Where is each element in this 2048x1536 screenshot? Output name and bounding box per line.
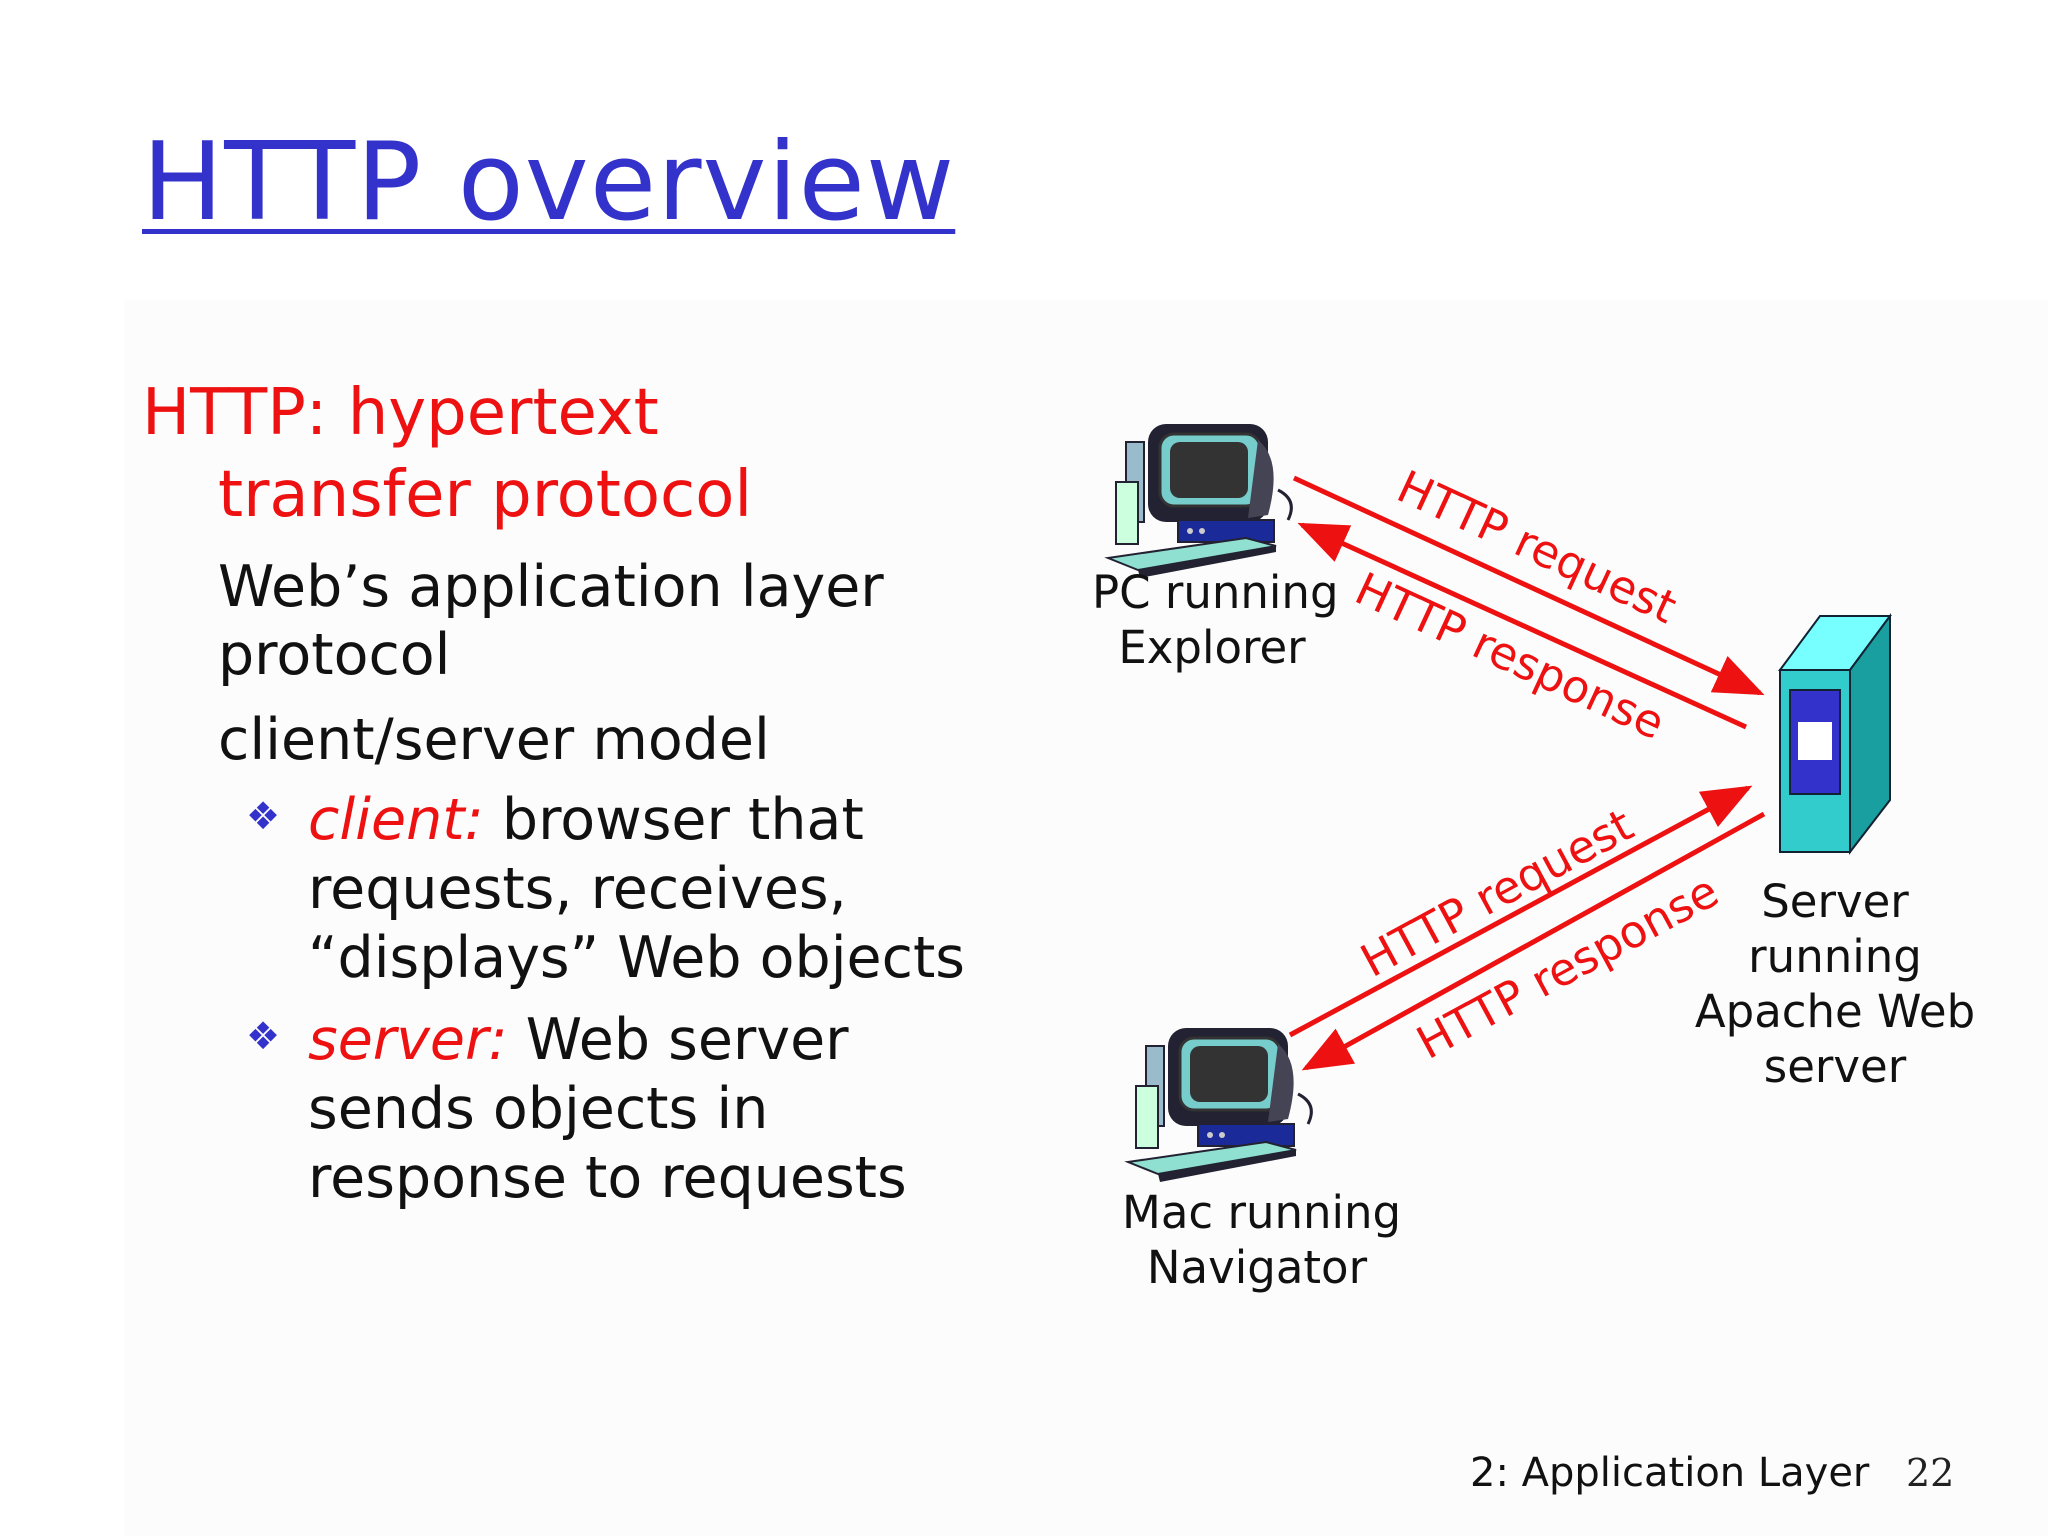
slide-title: HTTP overview (142, 120, 956, 245)
server-label-line: Server (1761, 875, 1909, 928)
slide-background (124, 300, 2048, 1536)
diamond-bullet-icon: ❖ (246, 794, 281, 838)
point-application-layer: Web’s application layer protocol (218, 553, 884, 689)
mac-label: Mac running Navigator (1122, 1185, 1402, 1295)
client-text: requests, receives, (308, 856, 847, 922)
arrow-mac-request (1288, 785, 1753, 1038)
server-label-line: running (1748, 930, 1922, 983)
arrow-mac-response (1301, 811, 1766, 1071)
server-text: Web server (507, 1007, 849, 1073)
mac-label-line: Mac running (1122, 1186, 1402, 1239)
arrow-pc-request (1292, 475, 1765, 696)
sub-point-client: client: browser that requests, receives,… (308, 786, 965, 993)
server-label-line: server (1763, 1040, 1907, 1093)
sub-point-server: server: Web server sends objects in resp… (308, 1006, 907, 1213)
heading-line-2: transfer protocol (218, 458, 753, 532)
point-line: Web’s application layer (218, 554, 884, 620)
client-term: client: (308, 787, 484, 853)
server-text: response to requests (308, 1145, 907, 1211)
client-text: “displays” Web objects (308, 925, 966, 991)
point-line: protocol (218, 622, 451, 688)
server-term: server: (308, 1007, 508, 1073)
client-text: browser that (483, 787, 864, 853)
server-tower-icon (1778, 612, 1892, 855)
server-text: sends objects in (308, 1076, 769, 1142)
heading-line-1: HTTP: hypertext (142, 376, 659, 450)
point-client-server: client/server model (218, 707, 770, 773)
pc-label-line: Explorer (1118, 621, 1306, 674)
pc-computer-icon (1106, 422, 1293, 580)
server-label: Server running Apache Web server (1690, 874, 1980, 1094)
pc-label-line: PC running (1092, 566, 1339, 619)
page-number: 22 (1906, 1451, 1955, 1495)
mac-label-line: Navigator (1146, 1241, 1368, 1294)
server-label-line: Apache Web (1694, 985, 1976, 1038)
pc-label: PC running Explorer (1092, 565, 1339, 675)
diamond-bullet-icon: ❖ (246, 1014, 281, 1058)
footer-chapter: 2: Application Layer (1470, 1450, 1870, 1496)
heading: HTTP: hypertext transfer protocol (142, 372, 752, 536)
mac-computer-icon (1126, 1026, 1313, 1184)
arrow-pc-response (1297, 522, 1748, 730)
